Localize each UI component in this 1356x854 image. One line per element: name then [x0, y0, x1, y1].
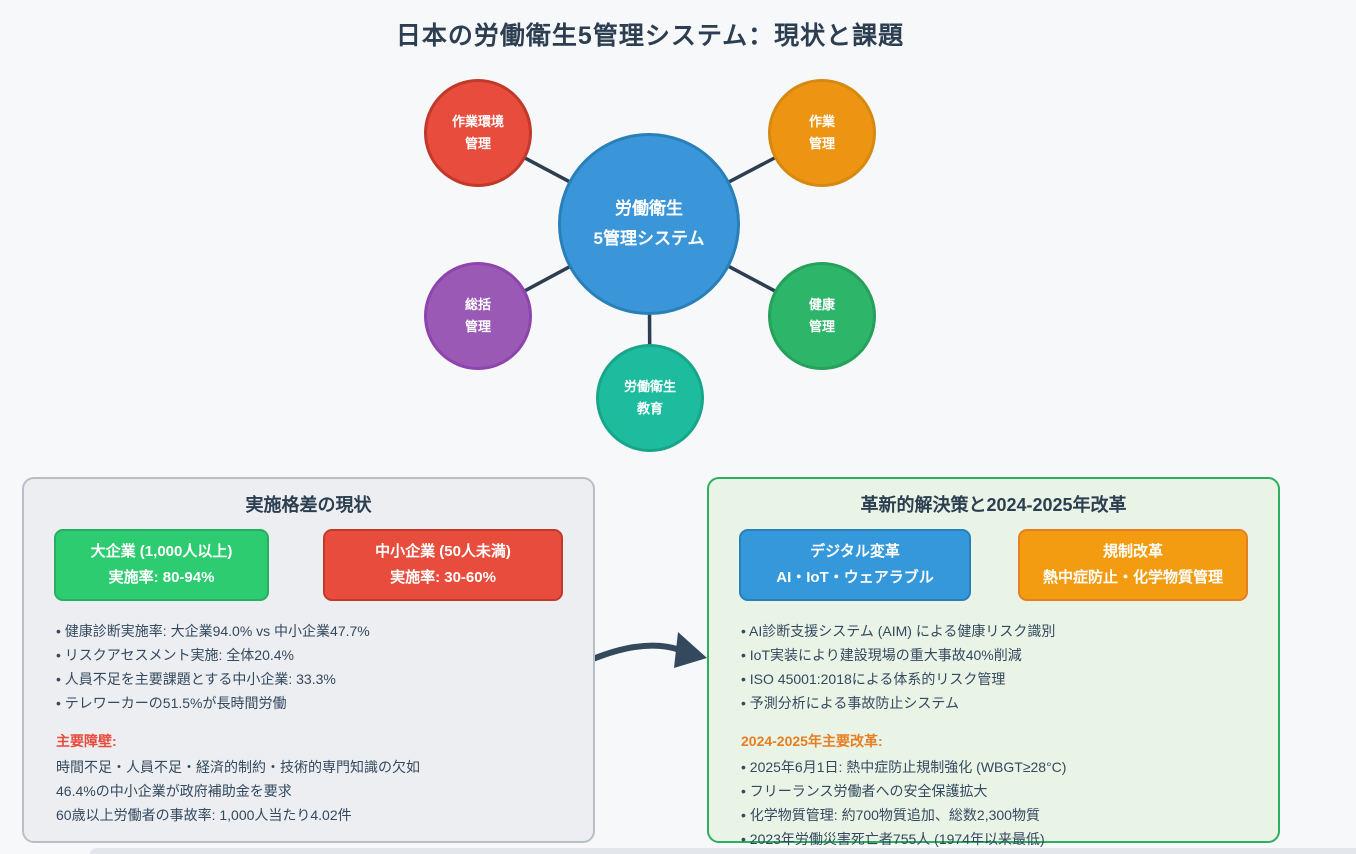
reform-list: • 2025年6月1日: 熱中症防止規制強化 (WBGT≥28°C) • フリー… — [741, 755, 1254, 851]
solutions-reform-panel: 革新的解決策と2024-2025年改革 デジタル変革 AI・IoT・ウェアラブル… — [707, 477, 1280, 847]
reform-item: • フリーランス労働者への安全保護拡大 — [741, 783, 988, 799]
company-pills-row: 大企業 (1,000人以上) 実施率: 80-94% 中小企業 (50人未満) … — [24, 529, 593, 601]
implementation-gap-panel: 実施格差の現状 大企業 (1,000人以上) 実施率: 80-94% 中小企業 … — [22, 477, 595, 843]
solution-bullet-list: • AI診断支援システム (AIM) による健康リスク識別 • IoT実装により… — [741, 619, 1254, 715]
bullet-item: • IoT実装により建設現場の重大事故40%削減 — [741, 647, 1022, 663]
bullet-item: • 人員不足を主要課題とする中小企業: 33.3% — [56, 671, 336, 687]
reform-item: • 2023年労働災害死亡者755人 (1974年以来最低) — [741, 831, 1045, 847]
pill-line2: 実施率: 80-94% — [108, 569, 215, 586]
barrier-item: 時間不足・人員不足・経済的制約・技術的専門知識の欠如 — [56, 759, 420, 775]
pill-line2: 実施率: 30-60% — [390, 569, 496, 586]
hub-label-line1: 労働衛生 — [615, 199, 683, 218]
bullet-item: • ISO 45001:2018による体系的リスク管理 — [741, 671, 1006, 687]
sme-pill: 中小企業 (50人未満) 実施率: 30-60% — [323, 529, 563, 601]
bullet-item: • 健康診断実施率: 大企業94.0% vs 中小企業47.7% — [56, 623, 370, 639]
barrier-item: 46.4%の中小企業が政府補助金を要求 — [56, 783, 292, 799]
node-label-line1: 労働衛生 — [623, 379, 676, 394]
pill-line1: 中小企業 (50人未満) — [375, 543, 511, 560]
pill-line2: AI・IoT・ウェアラブル — [776, 569, 934, 586]
node-label-line1: 健康 — [808, 297, 835, 312]
gap-bullet-list: • 健康診断実施率: 大企業94.0% vs 中小企業47.7% • リスクアセ… — [56, 619, 569, 715]
bullet-item: • テレワーカーの51.5%が長時間労働 — [56, 695, 287, 711]
barrier-item: 60歳以上労働者の事故率: 1,000人当たり4.02件 — [56, 807, 352, 823]
node-circle-general-management: 総括 管理 — [424, 262, 532, 370]
bullet-item: • 予測分析による事故防止システム — [741, 695, 959, 711]
large-company-pill: 大企業 (1,000人以上) 実施率: 80-94% — [54, 529, 269, 601]
pill-line1: デジタル変革 — [810, 543, 900, 560]
node-label-line2: 管理 — [464, 136, 491, 151]
node-circle-work-environment-management: 作業環境 管理 — [424, 79, 532, 187]
node-label-line2: 管理 — [464, 319, 491, 334]
reform-header: 2024-2025年主要改革: — [741, 733, 883, 749]
hub-circle-occupational-health-system: 労働衛生 5管理システム — [558, 133, 740, 315]
node-label-line2: 管理 — [808, 136, 835, 151]
panel-title: 実施格差の現状 — [245, 495, 372, 515]
solution-pills-row: デジタル変革 AI・IoT・ウェアラブル 規制改革 熱中症防止・化学物質管理 — [709, 529, 1278, 601]
pill-line1: 規制改革 — [1102, 543, 1163, 560]
bullet-item: • リスクアセスメント実施: 全体20.4% — [56, 647, 294, 663]
regulatory-reform-pill: 規制改革 熱中症防止・化学物質管理 — [1018, 529, 1248, 601]
panel-title: 革新的解決策と2024-2025年改革 — [860, 495, 1127, 515]
reform-item: • 化学物質管理: 約700物質追加、総数2,300物質 — [741, 807, 1040, 823]
flow-arrow — [590, 632, 707, 668]
bullet-item: • AI診断支援システム (AIM) による健康リスク識別 — [741, 623, 1056, 639]
barrier-list: 時間不足・人員不足・経済的制約・技術的専門知識の欠如 46.4%の中小企業が政府… — [56, 755, 569, 827]
node-circle-health-management: 健康 管理 — [768, 262, 876, 370]
node-label-line2: 管理 — [808, 319, 835, 334]
pill-line1: 大企業 (1,000人以上) — [90, 543, 233, 560]
node-label-line1: 作業環境 — [451, 114, 504, 129]
node-circle-health-education: 労働衛生 教育 — [596, 344, 704, 452]
node-label-line1: 作業 — [808, 114, 835, 129]
barrier-header: 主要障壁: — [56, 733, 117, 749]
next-section-edge — [90, 848, 1356, 854]
digital-transformation-pill: デジタル変革 AI・IoT・ウェアラブル — [739, 529, 971, 601]
node-circle-work-management: 作業 管理 — [768, 79, 876, 187]
hub-label-line2: 5管理システム — [593, 229, 705, 248]
reform-item: • 2025年6月1日: 熱中症防止規制強化 (WBGT≥28°C) — [741, 759, 1067, 775]
node-label-line2: 教育 — [636, 401, 663, 416]
node-label-line1: 総括 — [464, 297, 491, 312]
page-title: 日本の労働衛生5管理システム：現状と課題 — [395, 22, 905, 50]
pill-line2: 熱中症防止・化学物質管理 — [1042, 569, 1223, 586]
